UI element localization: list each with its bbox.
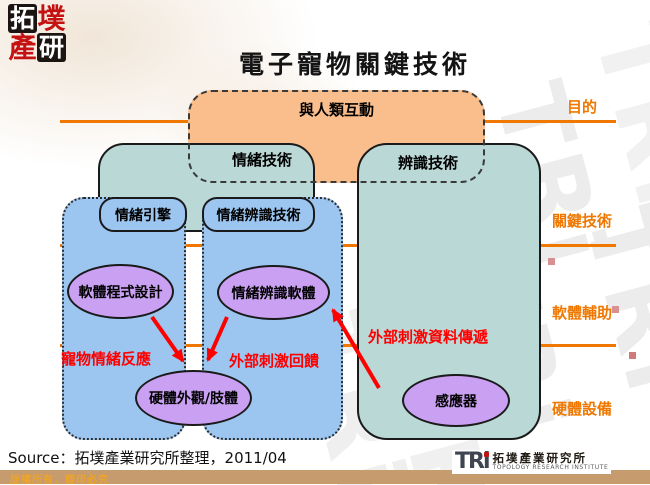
tri-wordmark-text: TRi <box>455 449 490 474</box>
emotion-tech-label: 情緒技術 <box>231 151 292 169</box>
tri-name-en: TOPOLOGY RESEARCH INSTITUTE <box>492 464 609 472</box>
flow-label-pet-emotion-response: 寵物情緒反應 <box>61 350 152 368</box>
emotion-recognition-label: 情緒辨識技術 <box>216 207 301 224</box>
hardware-body-label: 硬體外觀/肢體 <box>148 391 239 407</box>
tri-brand-names: 拓墣產業研究所 TOPOLOGY RESEARCH INSTITUTE <box>493 452 609 471</box>
flow-label-stimulus-data-transfer: 外部刺激資料傳遞 <box>368 328 489 346</box>
emotion-recognition-software-label: 情緒辨識軟體 <box>231 285 316 302</box>
tri-brand-logo: TRi 拓墣產業研究所 TOPOLOGY RESEARCH INSTITUTE <box>452 449 612 474</box>
tri-wordmark: TRi <box>455 449 490 474</box>
purpose-label: 與人類互動 <box>298 101 374 119</box>
emotion-engine-tab: 情緒引擎 <box>99 197 187 232</box>
emotion-recognition-tab: 情緒辨識技術 <box>202 197 315 232</box>
software-design-ellipse: 軟體程式設計 <box>67 264 174 319</box>
emotion-recognition-software-ellipse: 情緒辨識軟體 <box>217 265 330 320</box>
category-label-key-tech: 關鍵技術 <box>551 212 612 230</box>
watermark-dot <box>629 352 636 359</box>
seal-char: 研 <box>37 33 66 62</box>
page-title: 電子寵物關鍵技術 <box>238 49 471 79</box>
tri-seal-logo: 拓 墣 產 研 <box>8 4 66 62</box>
copyright-text: 版權所有．翻印必究 <box>10 475 109 485</box>
seal-char: 墣 <box>37 1 66 35</box>
recognition-tech-label: 辨識技術 <box>397 154 458 172</box>
watermark-dot <box>548 258 555 265</box>
seal-char: 產 <box>8 30 37 64</box>
emotion-engine-label: 情緒引擎 <box>115 207 171 224</box>
source-note: Source：拓墣產業研究所整理，2011/04 <box>8 449 287 467</box>
sensor-label: 感應器 <box>435 393 477 410</box>
flow-label-external-stimulus-feedback: 外部刺激回饋 <box>229 352 320 370</box>
hardware-body-ellipse: 硬體外觀/肢體 <box>135 370 252 426</box>
software-design-label: 軟體程式設計 <box>78 284 163 301</box>
tri-wordmark-red-dot <box>484 452 489 457</box>
seal-char: 拓 <box>8 4 37 33</box>
sensor-ellipse: 感應器 <box>402 374 510 427</box>
watermark-text: TRi <box>572 12 650 223</box>
category-label-software-support: 軟體輔助 <box>551 304 612 322</box>
category-label-purpose: 目的 <box>566 98 597 116</box>
category-label-hardware-equipment: 硬體設備 <box>551 400 612 418</box>
